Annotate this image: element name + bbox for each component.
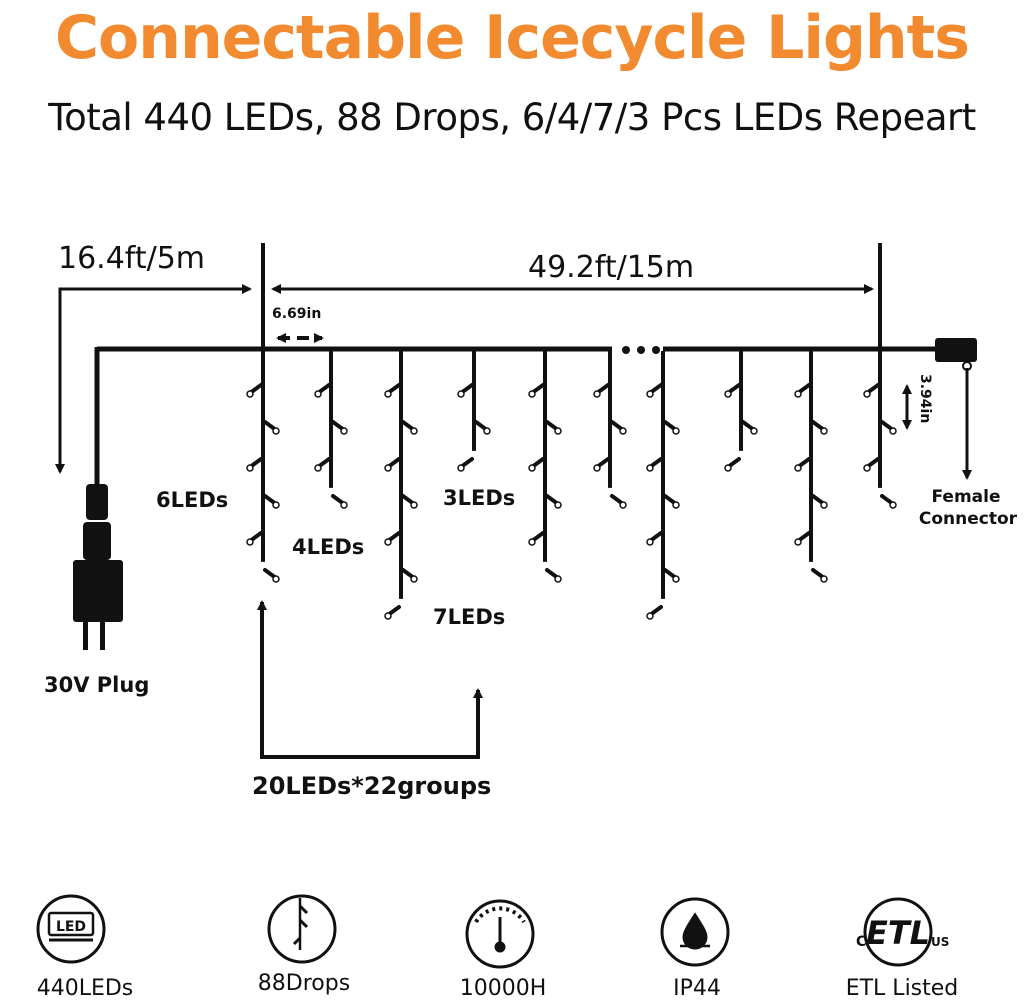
led-tip (863, 464, 871, 472)
feature-label-1: 88Drops (258, 971, 350, 996)
drop-icon (267, 894, 337, 964)
led-tip (483, 427, 491, 435)
led-tip (272, 427, 280, 435)
led-tip (384, 612, 392, 620)
drop-5 (593, 351, 627, 509)
led-tip (820, 501, 828, 509)
led-tip (554, 427, 562, 435)
led-tip (646, 390, 654, 398)
led-tip (246, 464, 254, 472)
led-tip (314, 390, 322, 398)
svg-text:US: US (931, 935, 949, 949)
led-icon: LED (36, 894, 106, 964)
lead-length-label: 16.4ft/5m (58, 241, 205, 276)
led-tip (820, 575, 828, 583)
drop-3-label: 3LEDs (443, 486, 515, 510)
led-tip (889, 427, 897, 435)
drop-4-label: 4LEDs (292, 535, 364, 559)
led-tip (554, 501, 562, 509)
drop-7 (724, 351, 758, 472)
page-subtitle: Total 440 LEDs, 88 Drops, 6/4/7/3 Pcs LE… (48, 96, 976, 139)
led-tip (889, 501, 897, 509)
etl-icon: ETL C US (856, 897, 949, 967)
led-tip (863, 390, 871, 398)
led-tip (794, 464, 802, 472)
drop-6-label: 6LEDs (156, 488, 228, 512)
led-tip (750, 427, 758, 435)
water-drop-icon (660, 897, 730, 967)
drop-0 (246, 351, 280, 583)
led-tip (410, 575, 418, 583)
dimension-lines (55, 243, 972, 759)
drop-3 (457, 351, 491, 472)
feature-label-2: 10000H (460, 976, 547, 1001)
feature-label-3: IP44 (673, 976, 721, 1001)
led-tip (528, 390, 536, 398)
feature-label-4: ETL Listed (846, 976, 959, 1001)
led-spacing-label: 3.94in (917, 374, 933, 423)
led-tip (340, 501, 348, 509)
led-tip (593, 464, 601, 472)
led-tip (646, 464, 654, 472)
drop-6 (646, 351, 680, 620)
drop-7-label: 7LEDs (433, 605, 505, 629)
led-tip (593, 390, 601, 398)
led-tip (528, 538, 536, 546)
drop-1 (314, 351, 348, 509)
main-wire (94, 346, 938, 488)
led-tip (554, 575, 562, 583)
drop-4 (528, 351, 562, 583)
led-tip (384, 538, 392, 546)
ellipsis-dots (622, 346, 660, 354)
led-tip (724, 390, 732, 398)
led-tip (246, 390, 254, 398)
drop-spacing-label: 6.69in (272, 306, 321, 322)
led-tip (272, 575, 280, 583)
led-tip (619, 427, 627, 435)
led-tip (457, 464, 465, 472)
led-tip (410, 501, 418, 509)
female-connector-label-2: Connector (919, 509, 1018, 529)
gauge-icon (465, 899, 535, 969)
svg-text:LED: LED (56, 919, 86, 935)
svg-text:C: C (856, 934, 866, 950)
led-tip (384, 390, 392, 398)
led-tip (272, 501, 280, 509)
led-tip (314, 464, 322, 472)
groups-label: 20LEDs*22groups (252, 772, 491, 800)
led-tip (794, 538, 802, 546)
female-connector (935, 338, 977, 362)
led-tip (410, 427, 418, 435)
led-tip (340, 427, 348, 435)
led-tip (672, 427, 680, 435)
led-tip (820, 427, 828, 435)
drop-2 (384, 351, 418, 620)
feature-label-0: 440LEDs (37, 976, 134, 1001)
led-tip (384, 464, 392, 472)
plug-label: 30V Plug (44, 673, 149, 697)
page-title: Connectable Icecycle Lights (54, 3, 970, 73)
led-tip (672, 575, 680, 583)
led-tip (646, 538, 654, 546)
icicle-drops (246, 351, 897, 620)
svg-text:ETL: ETL (866, 914, 930, 952)
led-tip (794, 390, 802, 398)
lit-length-label: 49.2ft/15m (528, 250, 694, 285)
plug (73, 484, 123, 650)
drop-8 (794, 351, 828, 583)
led-tip (724, 464, 732, 472)
female-connector-label-1: Female (932, 487, 1001, 507)
led-tip (672, 501, 680, 509)
led-tip (528, 464, 536, 472)
led-tip (457, 390, 465, 398)
led-tip (646, 612, 654, 620)
led-tip (246, 538, 254, 546)
led-tip (619, 501, 627, 509)
drop-9 (863, 351, 897, 509)
